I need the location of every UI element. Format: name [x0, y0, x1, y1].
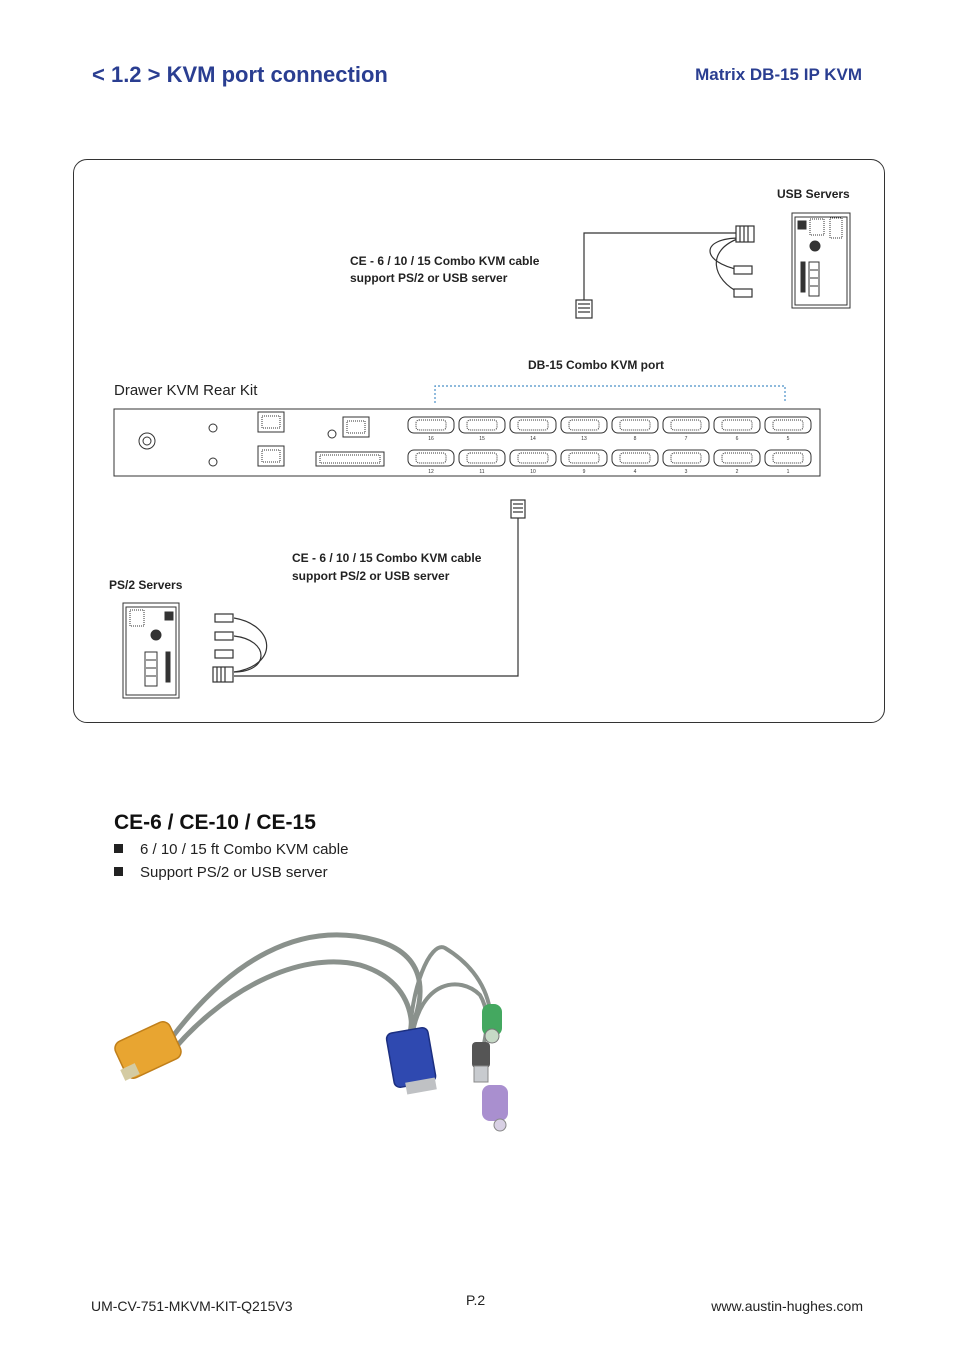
bullet-square-icon	[114, 867, 123, 876]
port-number-3: 3	[685, 469, 688, 475]
rear-kit-label: Drawer KVM Rear Kit	[114, 382, 258, 399]
port-number-4: 4	[634, 469, 637, 475]
bottom-cable-label-line2: support PS/2 or USB server	[292, 569, 450, 583]
ps2-server-tower-icon	[122, 602, 180, 699]
bottom-combo-cable-icon	[212, 499, 526, 683]
db15-port-2	[713, 449, 761, 467]
feature-text: 6 / 10 / 15 ft Combo KVM cable	[140, 841, 349, 858]
port-number-8: 8	[634, 436, 637, 442]
product-model-title: Matrix DB-15 IP KVM	[695, 65, 862, 84]
bottom-cable-label-line1: CE - 6 / 10 / 15 Combo KVM cable	[292, 551, 482, 565]
usb-servers-label: USB Servers	[777, 187, 850, 201]
db15-port-1	[764, 449, 812, 467]
port-number-11: 11	[479, 469, 484, 475]
top-cable-label-line2: support PS/2 or USB server	[350, 271, 508, 285]
db15-port-4	[611, 449, 659, 467]
db15-port-13	[560, 416, 608, 434]
usb-server-tower-icon	[791, 212, 851, 309]
document-code: UM-CV-751-MKVM-KIT-Q215V3	[91, 1298, 293, 1314]
connection-diagram	[73, 159, 885, 723]
port-number-16: 16	[428, 436, 434, 442]
top-combo-cable-icon	[575, 225, 755, 319]
db15-port-3	[662, 449, 710, 467]
port-number-9: 9	[583, 469, 586, 475]
db15-port-10	[509, 449, 557, 467]
port-number-6: 6	[736, 436, 739, 442]
db15-port-grid	[407, 416, 812, 467]
port-number-7: 7	[685, 436, 688, 442]
port-number-1: 1	[787, 469, 790, 475]
db15-port-16	[407, 416, 455, 434]
blue-vga-connector-icon	[385, 1026, 437, 1095]
port-number-15: 15	[479, 436, 485, 442]
db15-port-12	[407, 449, 455, 467]
page-number: P.2	[466, 1292, 486, 1308]
db15-port-11	[458, 449, 506, 467]
top-cable-label-line1: CE - 6 / 10 / 15 Combo KVM cable	[350, 254, 540, 268]
ps2-servers-label: PS/2 Servers	[109, 578, 183, 592]
feature-text: Support PS/2 or USB server	[140, 864, 328, 881]
orange-vga-connector-icon	[114, 1021, 182, 1081]
db15-port-15	[458, 416, 506, 434]
feature-item: Support PS/2 or USB server	[114, 861, 348, 884]
port-number-14: 14	[530, 436, 536, 442]
feature-item: 6 / 10 / 15 ft Combo KVM cable	[114, 838, 348, 861]
website-link[interactable]: www.austin-hughes.com	[711, 1298, 863, 1314]
bullet-square-icon	[114, 844, 123, 853]
port-number-2: 2	[736, 469, 739, 475]
db15-port-7	[662, 416, 710, 434]
port-number-12: 12	[428, 469, 434, 475]
db15-port-5	[764, 416, 812, 434]
port-label: DB-15 Combo KVM port	[528, 358, 664, 372]
db15-port-6	[713, 416, 761, 434]
db15-port-9	[560, 449, 608, 467]
page-title: < 1.2 > KVM port connection	[92, 62, 388, 87]
port-range-bracket	[434, 385, 786, 403]
port-number-13: 13	[581, 436, 587, 442]
product-features-list: 6 / 10 / 15 ft Combo KVM cable Support P…	[114, 838, 348, 884]
usb-connector-icon	[472, 1042, 490, 1083]
product-title: CE-6 / CE-10 / CE-15	[114, 811, 316, 834]
db15-port-8	[611, 416, 659, 434]
purple-ps2-connector-icon	[482, 1085, 508, 1132]
green-ps2-connector-icon	[482, 1004, 502, 1044]
rear-kit-panel-icon	[113, 408, 821, 477]
db15-port-14	[509, 416, 557, 434]
combo-kvm-cable-illustration	[114, 932, 508, 1132]
port-number-5: 5	[787, 436, 790, 442]
db15-port-numbers: 16 15 14 13 8 7 6 5 12 11 10 9 4 3 2 1	[428, 436, 789, 475]
port-number-10: 10	[530, 469, 536, 475]
